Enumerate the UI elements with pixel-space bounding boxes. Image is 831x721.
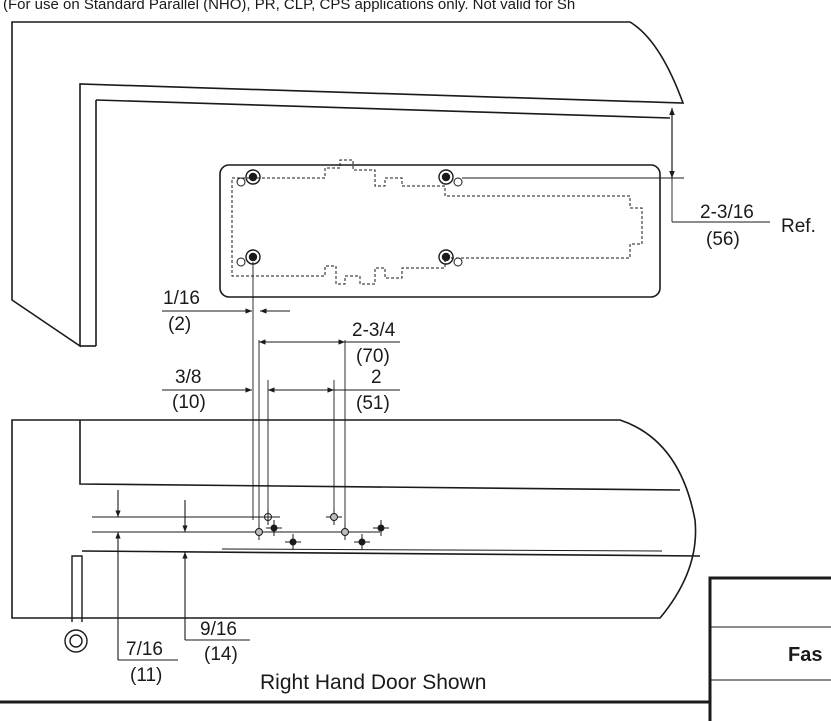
caption: Right Hand Door Shown — [260, 671, 486, 694]
dim-9-16-fraction: 9/16 — [200, 619, 237, 640]
dim-7-16-fraction: 7/16 — [126, 639, 163, 660]
small-hole — [236, 177, 463, 267]
dim-2-fraction: 2 — [371, 367, 382, 388]
dimension-ref — [462, 108, 770, 223]
dim-7-16-metric: (11) — [130, 665, 162, 686]
dimension-7-16 — [92, 490, 380, 661]
dim-9-16-metric: (14) — [204, 644, 238, 665]
info-table — [708, 576, 831, 721]
dim-2-metric: (51) — [356, 393, 390, 414]
dim-ref-suffix: Ref. — [781, 216, 816, 237]
header-note: (For use on Standard Parallel (NHO), PR,… — [3, 0, 575, 13]
door-frame — [11, 21, 685, 348]
extension-lines — [252, 262, 346, 530]
pivot-icon — [64, 555, 88, 653]
table-row-label: Fas — [788, 644, 822, 666]
door — [11, 419, 701, 619]
dimension-9-16 — [182, 500, 250, 641]
drill-point — [251, 509, 389, 550]
dim-1-16-fraction: 1/16 — [163, 288, 200, 309]
dim-2-3-4-metric: (70) — [356, 346, 390, 367]
dim-3-8-fraction: 3/8 — [175, 367, 201, 388]
dim-1-16-metric: (2) — [168, 314, 191, 335]
dim-ref-fraction: 2-3/16 — [700, 202, 754, 223]
dim-2-3-4-fraction: 2-3/4 — [352, 320, 396, 341]
mounting-hole — [245, 169, 454, 265]
closer-plate — [219, 159, 661, 298]
dim-ref-metric: (56) — [706, 229, 740, 250]
dim-3-8-metric: (10) — [172, 392, 206, 413]
